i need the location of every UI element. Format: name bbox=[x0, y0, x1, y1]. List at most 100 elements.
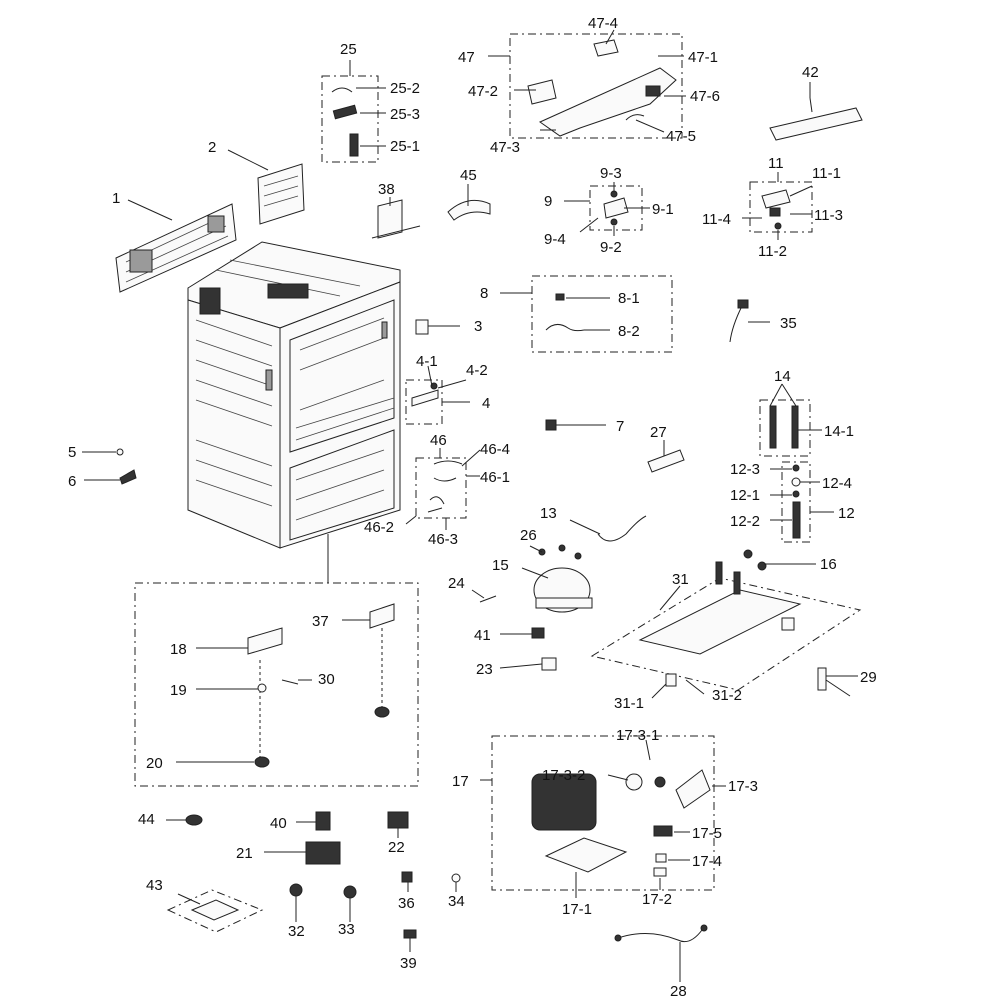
group-box-14 bbox=[759, 399, 811, 457]
label-1: 1 bbox=[112, 190, 120, 207]
part-1-back-cover bbox=[115, 203, 237, 293]
label-5: 5 bbox=[68, 444, 76, 461]
label-2: 2 bbox=[208, 139, 216, 156]
label-9-1: 9-1 bbox=[652, 201, 674, 218]
label-46-2: 46-2 bbox=[364, 519, 394, 536]
label-12: 12 bbox=[838, 505, 855, 522]
label-32: 32 bbox=[288, 923, 305, 940]
label-9: 9 bbox=[544, 193, 552, 210]
label-12-1: 12-1 bbox=[730, 487, 760, 504]
label-17-3-2: 17-3-2 bbox=[542, 767, 585, 784]
part-21-board bbox=[305, 841, 341, 865]
part-11-hinge-set bbox=[761, 189, 791, 230]
label-47-5: 47-5 bbox=[666, 128, 696, 145]
label-4: 4 bbox=[482, 395, 490, 412]
label-30: 30 bbox=[318, 671, 335, 688]
label-9-3: 9-3 bbox=[600, 165, 622, 182]
label-34: 34 bbox=[448, 893, 465, 910]
group-box-46 bbox=[415, 457, 467, 519]
label-46: 46 bbox=[430, 432, 447, 449]
part-43-tray bbox=[190, 899, 240, 921]
label-6: 6 bbox=[68, 473, 76, 490]
group-box-47 bbox=[509, 33, 683, 139]
label-31: 31 bbox=[672, 571, 689, 588]
label-20: 20 bbox=[146, 755, 163, 772]
part-32-nut bbox=[289, 883, 303, 897]
label-17-3-1: 17-3-1 bbox=[616, 727, 659, 744]
label-29: 29 bbox=[860, 669, 877, 686]
label-4-1: 4-1 bbox=[416, 353, 438, 370]
label-8-2: 8-2 bbox=[618, 323, 640, 340]
part-40-pcb bbox=[315, 811, 331, 831]
part-17-fan-motor-assembly bbox=[531, 769, 711, 877]
label-25-1: 25-1 bbox=[390, 138, 420, 155]
label-21: 21 bbox=[236, 845, 253, 862]
part-41-relay bbox=[531, 627, 545, 639]
part-8-sensor-harness bbox=[545, 293, 585, 332]
label-28: 28 bbox=[670, 983, 687, 1000]
label-47-3: 47-3 bbox=[490, 139, 520, 156]
part-3-cap bbox=[415, 319, 429, 335]
label-14: 14 bbox=[774, 368, 791, 385]
label-11-1: 11-1 bbox=[812, 165, 841, 182]
part-12-rod-set bbox=[791, 464, 801, 539]
part-27-valve bbox=[647, 449, 685, 473]
label-31-2: 31-2 bbox=[712, 687, 742, 704]
group-box-8 bbox=[531, 275, 673, 353]
label-11-4: 11-4 bbox=[702, 211, 731, 228]
label-37: 37 bbox=[312, 613, 329, 630]
label-22: 22 bbox=[388, 839, 405, 856]
label-17: 17 bbox=[452, 773, 469, 790]
label-12-3: 12-3 bbox=[730, 461, 760, 478]
label-12-4: 12-4 bbox=[822, 475, 852, 492]
label-15: 15 bbox=[492, 557, 509, 574]
part-36-fitting bbox=[401, 871, 413, 883]
part-2-label-plate bbox=[257, 163, 305, 225]
label-3: 3 bbox=[474, 318, 482, 335]
label-24: 24 bbox=[448, 575, 465, 592]
part-4-bracket bbox=[411, 382, 439, 407]
label-9-4: 9-4 bbox=[544, 231, 566, 248]
part-39-connector bbox=[403, 929, 417, 939]
part-34-screw bbox=[451, 873, 461, 883]
part-6-clip bbox=[119, 469, 137, 485]
label-42: 42 bbox=[802, 64, 819, 81]
label-46-1: 46-1 bbox=[480, 469, 510, 486]
label-47: 47 bbox=[458, 49, 475, 66]
group-box-12 bbox=[781, 461, 811, 543]
part-legs-group bbox=[247, 603, 395, 768]
label-19: 19 bbox=[170, 682, 187, 699]
part-23-cover bbox=[541, 657, 557, 671]
label-23: 23 bbox=[476, 661, 493, 678]
label-27: 27 bbox=[650, 424, 667, 441]
part-35-power-cord bbox=[729, 299, 749, 343]
label-8-1: 8-1 bbox=[618, 290, 640, 307]
part-15-compressor bbox=[533, 544, 593, 613]
label-25-3: 25-3 bbox=[390, 106, 420, 123]
label-46-3: 46-3 bbox=[428, 531, 458, 548]
part-24-pin bbox=[479, 595, 497, 603]
label-16: 16 bbox=[820, 556, 837, 573]
part-31-base-plate bbox=[638, 549, 802, 687]
part-labels: 1 2 3 4 4-1 4-2 5 6 7 8 8-1 8-2 9 9-1 9-… bbox=[68, 15, 877, 1000]
leader-lines bbox=[82, 29, 858, 982]
label-25-2: 25-2 bbox=[390, 80, 420, 97]
part-7-sensor bbox=[545, 419, 557, 431]
label-12-2: 12-2 bbox=[730, 513, 760, 530]
part-22-clip bbox=[387, 811, 409, 829]
label-25: 25 bbox=[340, 41, 357, 58]
label-47-4: 47-4 bbox=[588, 15, 618, 32]
part-29-leveler bbox=[817, 667, 851, 697]
group-box-legs bbox=[134, 582, 419, 787]
label-33: 33 bbox=[338, 921, 355, 938]
label-17-4: 17-4 bbox=[692, 853, 722, 870]
part-28-wire bbox=[614, 924, 708, 943]
part-14-rods bbox=[769, 405, 799, 449]
part-44-knob bbox=[185, 814, 203, 826]
label-26: 26 bbox=[520, 527, 537, 544]
part-9-hinge-set bbox=[603, 190, 629, 226]
label-13: 13 bbox=[540, 505, 557, 522]
group-box-11 bbox=[749, 181, 813, 233]
label-9-2: 9-2 bbox=[600, 239, 622, 256]
group-box-31 bbox=[590, 577, 862, 691]
